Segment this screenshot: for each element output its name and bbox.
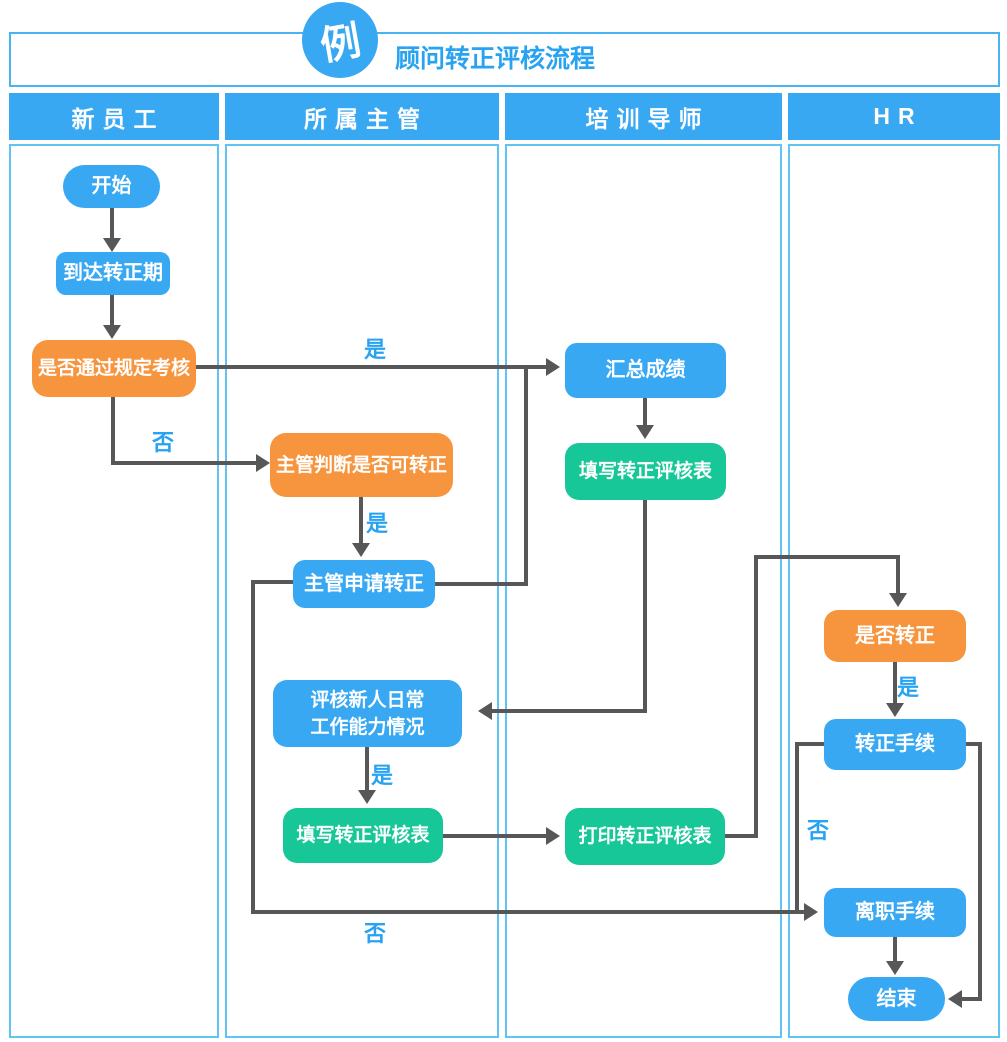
edge-label-yes: 是	[366, 511, 389, 536]
node-start: 开始	[63, 165, 160, 208]
lane-header-hr: HR	[788, 93, 1000, 140]
node-evaluate-daily: 评核新人日常 工作能力情况	[273, 680, 462, 747]
edge-segment	[795, 742, 799, 914]
edge-segment	[893, 662, 897, 704]
node-evaluate-daily-line1: 评核新人日常	[310, 689, 425, 711]
edge-label-no: 否	[807, 818, 830, 843]
arrowhead-down	[103, 238, 121, 252]
edge-segment	[110, 208, 114, 240]
edge-segment	[524, 365, 528, 586]
edge-segment	[725, 834, 757, 838]
node-regularization-procedure: 转正手续	[824, 719, 966, 770]
edge-label-yes: 是	[371, 763, 394, 788]
arrowhead-down	[103, 325, 121, 339]
arrowhead-down	[886, 961, 904, 975]
edge-segment	[435, 582, 528, 586]
arrowhead-left	[478, 702, 492, 720]
node-summarize-scores: 汇总成绩	[565, 343, 726, 398]
arrowhead-down	[886, 703, 904, 717]
edge-label-yes: 是	[364, 337, 387, 362]
node-supervisor-apply: 主管申请转正	[293, 560, 435, 608]
arrowhead-right	[546, 827, 560, 845]
edge-segment	[111, 397, 115, 463]
lane-header-mentor: 培训导师	[505, 93, 782, 140]
arrowhead-right	[256, 454, 270, 472]
arrowhead-right	[804, 903, 818, 921]
node-reach-period: 到达转正期	[56, 252, 170, 295]
arrowhead-down	[889, 593, 907, 607]
edge-segment	[966, 742, 982, 746]
node-supervisor-fill-form: 填写转正评核表	[283, 808, 443, 863]
node-pass-exam: 是否通过规定考核	[32, 340, 196, 397]
page-title: 顾问转正评核流程	[395, 45, 596, 73]
edge-segment	[962, 997, 982, 1001]
title-box	[9, 32, 1000, 87]
edge-label-yes: 是	[897, 675, 920, 700]
edge-segment	[359, 497, 363, 544]
edge-segment	[196, 365, 546, 369]
node-supervisor-judge: 主管判断是否可转正	[270, 433, 453, 497]
edge-segment	[110, 295, 114, 326]
edge-segment	[251, 580, 255, 914]
edge-segment	[111, 461, 257, 465]
arrowhead-down	[636, 425, 654, 439]
edge-segment	[643, 398, 647, 426]
lane-header-new-employee: 新员工	[9, 93, 219, 140]
node-evaluate-daily-line2: 工作能力情况	[310, 716, 425, 738]
example-badge-text: 例	[317, 18, 365, 70]
edge-segment	[754, 555, 900, 559]
edge-segment	[754, 555, 758, 838]
edge-segment	[443, 834, 546, 838]
lane-header-supervisor: 所属主管	[225, 93, 499, 140]
node-is-regularized: 是否转正	[824, 610, 966, 662]
arrowhead-down	[352, 543, 370, 557]
edge-segment	[978, 742, 982, 1001]
arrowhead-down	[358, 790, 376, 804]
arrowhead-right	[546, 358, 560, 376]
arrowhead-left	[948, 990, 962, 1008]
node-mentor-fill-form: 填写转正评核表	[565, 443, 726, 500]
edge-segment	[253, 580, 293, 584]
edge-segment	[251, 910, 805, 914]
edge-segment	[365, 747, 369, 791]
edge-label-no: 否	[364, 921, 387, 946]
edge-segment	[797, 742, 824, 746]
edge-segment	[643, 500, 647, 711]
node-end: 结束	[848, 977, 945, 1021]
node-print-form: 打印转正评核表	[565, 808, 725, 865]
edge-segment	[896, 555, 900, 594]
node-resignation-procedure: 离职手续	[824, 888, 966, 937]
edge-label-no: 否	[152, 430, 175, 455]
edge-segment	[893, 937, 897, 962]
edge-segment	[492, 709, 647, 713]
example-badge: 例	[302, 2, 378, 78]
